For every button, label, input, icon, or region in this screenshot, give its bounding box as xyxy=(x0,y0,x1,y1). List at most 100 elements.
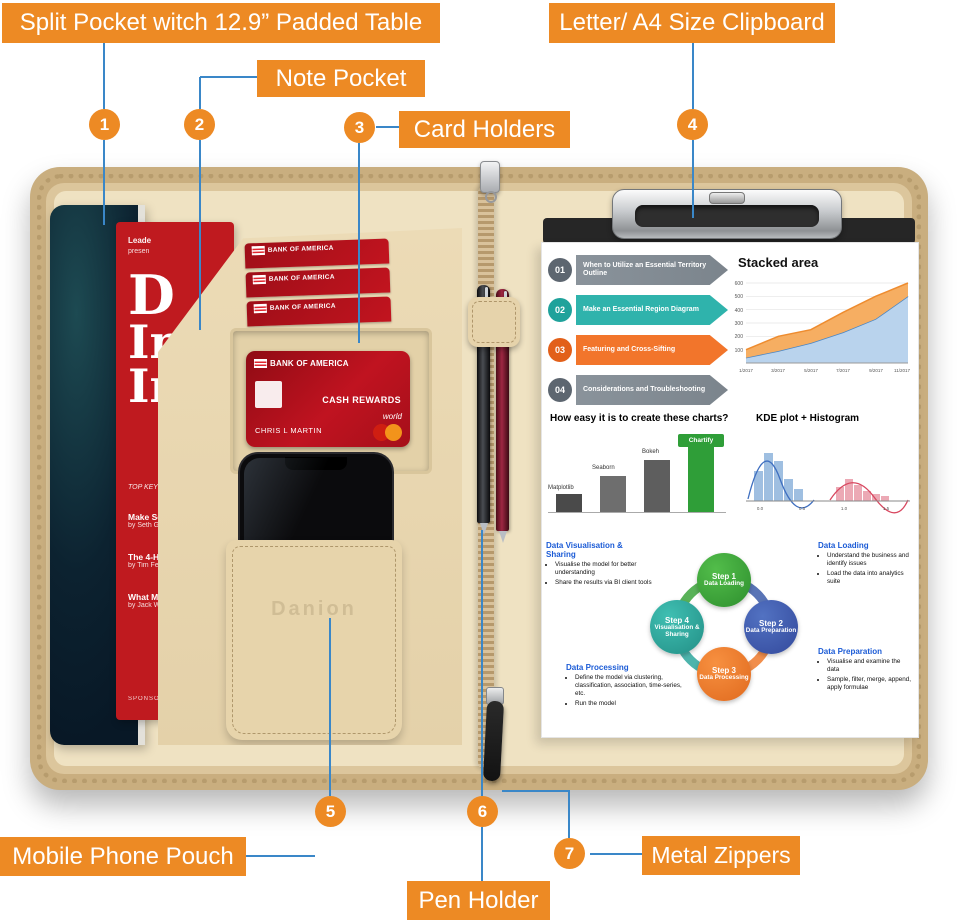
cycle-step-2: Step 2 Data Preparation xyxy=(744,600,798,654)
article-author: by Tim Fer xyxy=(128,562,162,570)
bank-flag-icon xyxy=(254,359,267,369)
agenda-text: Featuring and Cross-Sifting xyxy=(576,335,728,365)
svg-text:11/2017: 11/2017 xyxy=(894,368,910,373)
svg-text:3/2017: 3/2017 xyxy=(771,368,785,373)
step-name: Data Processing xyxy=(699,674,749,682)
brand-watermark: Danion xyxy=(271,598,357,620)
card-holder-slots: BANK OF AMERICA BANK OF AMERICA BANK OF … xyxy=(244,238,392,331)
svg-text:100: 100 xyxy=(735,348,744,354)
leader-line xyxy=(590,853,642,855)
article-author: by Jack W xyxy=(128,602,161,610)
note-bullet: Visualise and examine the data xyxy=(827,658,914,674)
svg-text:0.0: 0.0 xyxy=(757,506,764,511)
marker-6: 6 xyxy=(467,796,498,827)
agenda-number: 03 xyxy=(548,338,572,362)
pen-tip xyxy=(479,523,488,535)
svg-text:300: 300 xyxy=(735,321,744,327)
callout-clipboard: Letter/ A4 Size Clipboard xyxy=(549,3,835,43)
bank-flag-icon xyxy=(253,303,267,314)
card-bank-name: BANK OF AMERICA xyxy=(269,302,336,312)
callout-card-holders: Card Holders xyxy=(399,111,570,148)
marker-7: 7 xyxy=(554,838,585,869)
cycle-step-1: Step 1 Data Loading xyxy=(697,553,751,607)
bar-seaborn xyxy=(600,476,626,512)
svg-text:200: 200 xyxy=(735,334,744,340)
card-network-label: world xyxy=(382,412,402,421)
card-bank-name: BANK OF AMERICA xyxy=(254,359,349,369)
svg-text:400: 400 xyxy=(735,308,744,314)
clip-opening xyxy=(635,205,819,227)
callout-pen-holder: Pen Holder xyxy=(407,881,550,920)
bank-flag-icon xyxy=(252,274,266,285)
leader-line xyxy=(376,126,399,128)
card-product-name: CASH REWARDS xyxy=(322,395,401,405)
article-title: What Mak xyxy=(128,592,168,602)
note-bullet: Sample, filter, merge, append, apply for… xyxy=(827,676,914,692)
magazine-article: Make Som by Seth Go xyxy=(128,512,228,529)
leader-line xyxy=(692,43,694,109)
note-title: Data Visualisation & Sharing xyxy=(546,541,623,560)
paper-document: 01 When to Utilize an Essential Territor… xyxy=(541,242,919,738)
article-title: The 4-Hou xyxy=(128,552,170,562)
step-name: Visualisation & Sharing xyxy=(654,623,700,638)
svg-text:1.0: 1.0 xyxy=(841,506,848,511)
zipper-slider-top xyxy=(480,161,500,193)
marker-5: 5 xyxy=(315,796,346,827)
step-label: Step 1 xyxy=(711,572,736,582)
bar-matplotlib xyxy=(556,494,582,512)
bar-chart-title: How easy it is to create these charts? xyxy=(550,413,729,424)
magazine-title-line: D xyxy=(128,263,175,327)
bar-chart: Matplotlib Seaborn Bokeh Chartify xyxy=(548,433,730,525)
bar-label: Seaborn xyxy=(592,465,615,471)
leader-line xyxy=(329,618,331,796)
note-bullet: Define the model via clustering, classif… xyxy=(575,674,684,698)
marker-2: 2 xyxy=(184,109,215,140)
card-bank-name: BANK OF AMERICA xyxy=(268,273,335,283)
bank-flag-icon xyxy=(251,245,265,256)
marker-4: 4 xyxy=(677,109,708,140)
credit-card: BANK OF AMERICA xyxy=(244,238,390,269)
card-holder-window: BANK OF AMERICA CASH REWARDS CHRIS L MAR… xyxy=(230,328,432,474)
callout-metal-zippers: Metal Zippers xyxy=(642,836,800,875)
credit-card: BANK OF AMERICA xyxy=(246,296,392,327)
svg-text:5/2017: 5/2017 xyxy=(804,368,818,373)
cycle-step-3: Step 3 Data Processing xyxy=(697,647,751,701)
magazine-subhead: presen xyxy=(128,248,150,255)
leader-line xyxy=(199,140,201,330)
stacked-area-chart: 600 500 400 300 200 100 1/2017 3/2017 5/… xyxy=(735,281,910,373)
card-hologram xyxy=(255,381,282,408)
credit-card: BANK OF AMERICA xyxy=(245,267,391,298)
clipboard-clip xyxy=(612,189,842,239)
step-name: Data Preparation xyxy=(745,627,797,635)
mobile-phone-pouch: Danion xyxy=(226,540,402,740)
card-holder-name: CHRIS L MARTIN xyxy=(255,426,323,435)
note-title: Data Loading xyxy=(818,541,869,550)
note-title: Data Processing xyxy=(566,663,629,672)
agenda-text: Make an Essential Region Diagram xyxy=(576,295,728,325)
bar-chart-baseline xyxy=(548,512,726,513)
bar-label: Matplotlib xyxy=(548,485,574,491)
note-bullet: Share the results via BI client tools xyxy=(555,579,652,587)
mastercard-orange-circle xyxy=(385,424,402,441)
card-bank-name: BANK OF AMERICA xyxy=(267,244,334,254)
step-label: Step 2 xyxy=(758,619,783,629)
magazine-masthead: Leade xyxy=(128,236,152,245)
main-credit-card: BANK OF AMERICA CASH REWARDS CHRIS L MAR… xyxy=(246,351,410,447)
note-title: Data Preparation xyxy=(818,647,883,656)
kde-histogram-chart: 0.0 0.5 1.0 1.5 xyxy=(746,453,910,514)
callout-note-pocket: Note Pocket xyxy=(257,60,425,97)
svg-text:1/2017: 1/2017 xyxy=(739,368,753,373)
agenda-number: 04 xyxy=(548,378,572,402)
agenda-text: When to Utilize an Essential Territory O… xyxy=(576,255,728,285)
magazine-article: The 4-Hou by Tim Fer xyxy=(128,552,228,569)
agenda-item: 02 Make an Essential Region Diagram xyxy=(548,295,728,325)
agenda-item: 01 When to Utilize an Essential Territor… xyxy=(548,255,728,285)
agenda-number: 01 xyxy=(548,258,572,282)
note-data-processing: Data Processing Define the model via clu… xyxy=(566,663,684,710)
pen-tip xyxy=(498,531,507,543)
agenda-number: 02 xyxy=(548,298,572,322)
leader-line xyxy=(358,143,360,343)
marker-1: 1 xyxy=(89,109,120,140)
bar-label: Bokeh xyxy=(642,449,660,455)
agenda-item: 04 Considerations and Troubleshooting xyxy=(548,375,728,405)
